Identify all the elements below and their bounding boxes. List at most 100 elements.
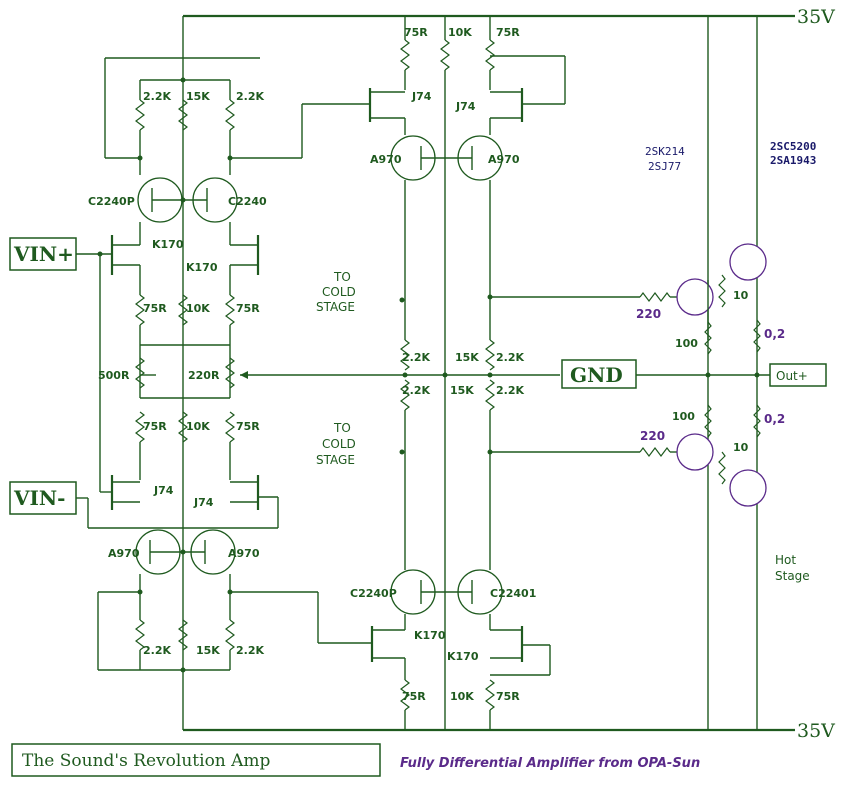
label: 75R — [236, 302, 260, 315]
label: 2.2K — [143, 90, 171, 103]
node-dot — [399, 297, 405, 303]
label: 220R — [188, 369, 220, 382]
resistor — [135, 619, 145, 651]
label: K170 — [186, 261, 218, 274]
node-dot — [705, 372, 711, 378]
node-dot — [180, 667, 186, 673]
node-dot — [180, 77, 186, 83]
resistor — [485, 339, 495, 371]
label: 2.2K — [402, 384, 430, 397]
label: C2240P — [350, 587, 397, 600]
label: 2.2K — [496, 351, 524, 364]
footer-subtitle: Fully Differential Amplifier from OPA-Su… — [400, 756, 700, 771]
label: K170 — [414, 629, 446, 642]
label: 2SC5200 — [770, 140, 816, 153]
label: A970 — [488, 153, 520, 166]
cold-stage-upper-line2: COLD — [322, 285, 356, 299]
node-dot — [754, 372, 760, 378]
resistor — [400, 39, 410, 71]
vin-minus-label: VIN- — [13, 486, 65, 510]
resistor — [135, 99, 145, 131]
node-dot — [402, 372, 408, 378]
resistor — [485, 679, 495, 711]
label: 15K — [186, 90, 210, 103]
bjt-upper — [729, 243, 767, 281]
label: 500R — [98, 369, 130, 382]
cold-stage-lower-line2: COLD — [322, 437, 356, 451]
out-plus-box — [769, 363, 827, 387]
label: 220 — [636, 307, 661, 321]
resistor — [178, 294, 188, 326]
pot-500r — [135, 357, 145, 389]
arrow — [240, 371, 248, 379]
mosfet-upper — [676, 278, 714, 316]
resistor — [178, 411, 188, 443]
label: K170 — [447, 650, 479, 663]
footer-title: The Sound's Revolution Amp — [22, 751, 271, 771]
label: K170 — [152, 238, 184, 251]
resistor — [753, 404, 761, 438]
label: 10 — [733, 289, 749, 302]
label: 75R — [236, 420, 260, 433]
resistor — [225, 411, 235, 443]
label: 15K — [450, 384, 474, 397]
label: 75R — [402, 690, 426, 703]
resistor — [485, 39, 495, 71]
label: 2.2K — [402, 351, 430, 364]
label: 10K — [186, 302, 210, 315]
resistor — [718, 274, 726, 308]
label: 75R — [143, 420, 167, 433]
resistor — [400, 679, 410, 711]
node-dot — [442, 372, 448, 378]
hot-stage-line2: Stage — [775, 569, 810, 583]
resistor — [225, 294, 235, 326]
mosfet-lower — [676, 433, 714, 471]
resistor — [485, 379, 495, 411]
label: 10K — [448, 26, 472, 39]
label: 2SA1943 — [770, 154, 816, 167]
label: 2SJ77 — [648, 160, 681, 173]
label: 75R — [496, 690, 520, 703]
label: 10 — [733, 441, 749, 454]
vin-plus-box — [9, 237, 77, 271]
label: 2.2K — [496, 384, 524, 397]
label: 2.2K — [143, 644, 171, 657]
resistor — [704, 404, 712, 438]
label: 10K — [186, 420, 210, 433]
resistor — [440, 39, 450, 71]
label: J74 — [193, 496, 214, 509]
resistor — [225, 619, 235, 651]
label: J74 — [411, 90, 432, 103]
label: 0,2 — [764, 412, 785, 426]
resistor — [135, 411, 145, 443]
footer-title-box — [11, 743, 381, 777]
label: 2.2K — [236, 644, 264, 657]
vin-minus-box — [9, 481, 77, 515]
resistor — [704, 321, 712, 355]
node-dot — [137, 155, 143, 161]
cold-stage-lower-line1: TO — [333, 421, 351, 435]
resistor — [135, 294, 145, 326]
node-dot — [399, 449, 405, 455]
gnd-label: GND — [570, 363, 623, 387]
label: 10K — [450, 690, 474, 703]
cold-stage-upper-line3: STAGE — [316, 300, 355, 314]
label: 15K — [455, 351, 479, 364]
label: C2240P — [88, 195, 135, 208]
node-dot — [487, 372, 493, 378]
label: J74 — [455, 100, 476, 113]
vin-plus-label: VIN+ — [13, 242, 74, 266]
pot-220r — [225, 357, 235, 389]
label: A970 — [108, 547, 140, 560]
label: A970 — [370, 153, 402, 166]
resistor — [639, 292, 671, 302]
label: A970 — [228, 547, 260, 560]
label: 0,2 — [764, 327, 785, 341]
bjt-lower — [729, 469, 767, 507]
resistor — [753, 319, 761, 353]
hot-stage-line1: Hot — [775, 553, 796, 567]
label: J74 — [153, 484, 174, 497]
label: 220 — [640, 429, 665, 443]
resistor — [718, 451, 726, 485]
